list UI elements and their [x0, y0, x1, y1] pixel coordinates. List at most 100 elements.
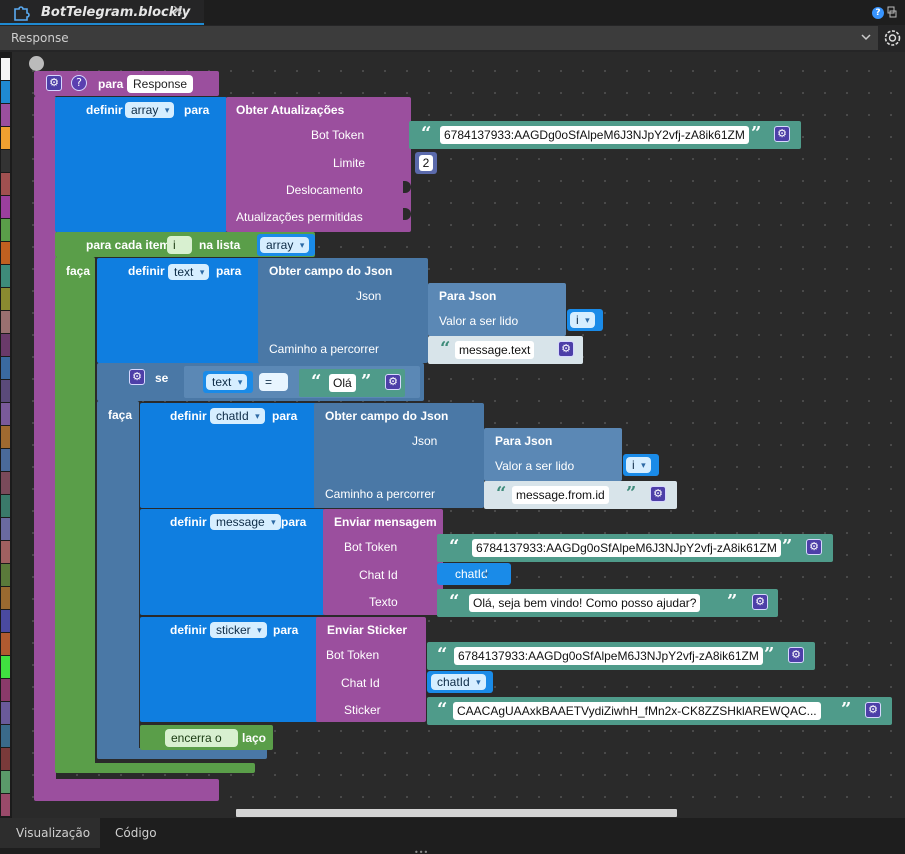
function-select[interactable]: Response — [0, 26, 878, 50]
popout-icon[interactable] — [887, 6, 897, 18]
var-array-dropdown[interactable]: array — [123, 99, 181, 121]
toolbox-category-swatch[interactable] — [1, 564, 10, 586]
gear-icon[interactable]: ⚙ — [558, 341, 574, 357]
toolbox-category-swatch[interactable] — [1, 587, 10, 609]
toolbox-category-swatch[interactable] — [1, 403, 10, 425]
toolbox-category-swatch[interactable] — [1, 702, 10, 724]
gear-icon[interactable]: ⚙ — [752, 594, 768, 610]
gear-icon[interactable]: ⚙ — [385, 374, 401, 390]
string-path-block[interactable]: “ message.text ⚙ — [428, 336, 583, 364]
bottom-tab-bar — [0, 818, 905, 854]
var-message-dropdown[interactable]: message — [208, 511, 281, 533]
var-sticker-dropdown[interactable]: sticker — [208, 619, 270, 641]
mutator-gear-icon[interactable]: ⚙ — [46, 75, 62, 91]
toolbox-category-swatch[interactable] — [1, 357, 10, 379]
gear-icon[interactable]: ⚙ — [774, 126, 790, 142]
toolbox-category-swatch[interactable] — [1, 265, 10, 287]
var-i-block[interactable]: i — [567, 309, 603, 331]
string-value[interactable]: 6784137933:AAGDg0oSfAlpeM6J3NJpY2vfj-zA8… — [440, 126, 749, 144]
toolbox-category-swatch[interactable] — [1, 679, 10, 701]
procedure-name-field[interactable]: Response — [127, 75, 194, 93]
toolbox-category-swatch[interactable] — [1, 748, 10, 770]
toolbox-category-swatch[interactable] — [1, 380, 10, 402]
get-updates-block[interactable] — [226, 97, 411, 232]
horizontal-scrollbar[interactable] — [236, 809, 677, 817]
var-chatid-name: chatId — [431, 674, 486, 690]
toolbox-category-swatch[interactable] — [1, 173, 10, 195]
operator-dropdown[interactable]: = — [259, 373, 289, 391]
toolbox-category-swatch[interactable] — [1, 495, 10, 517]
quote-open-icon: “ — [437, 699, 448, 720]
toolbox-category-swatch[interactable] — [1, 656, 10, 678]
toolbox-category-swatch[interactable] — [1, 127, 10, 149]
to-json-block[interactable] — [484, 428, 622, 481]
string-value[interactable]: Olá — [329, 374, 356, 392]
string-value[interactable]: CAACAgUAAxkBAAETVydiZiwhH_fMn2x-CK8ZZSHk… — [453, 702, 821, 720]
string-token-block[interactable]: “ 6784137933:AAGDg0oSfAlpeM6J3NJpY2vfj-z… — [437, 534, 833, 562]
resize-grip-icon[interactable]: ••• — [414, 848, 429, 854]
get-json-field-block[interactable] — [314, 403, 484, 508]
string-path-block[interactable]: “ message.from.id ” ⚙ — [484, 481, 677, 509]
toolbox-category-swatch[interactable] — [1, 334, 10, 356]
close-icon[interactable]: ✕ — [172, 3, 184, 19]
gear-icon[interactable]: ⚙ — [788, 647, 804, 663]
var-chatid-block[interactable]: chatId — [427, 671, 493, 693]
string-token-block[interactable]: “ 6784137933:AAGDg0oSfAlpeM6J3NJpY2vfj-z… — [409, 121, 801, 149]
break-dropdown[interactable]: encerra o — [165, 729, 238, 747]
toolbox-category-swatch[interactable] — [1, 219, 10, 241]
toolbox-category-swatch[interactable] — [1, 518, 10, 540]
string-sticker-block[interactable]: “ CAACAgUAAxkBAAETVydiZiwhH_fMn2x-CK8ZZS… — [427, 697, 892, 725]
toolbox-category-swatch[interactable] — [1, 196, 10, 218]
send-sticker-block[interactable] — [316, 617, 426, 722]
toolbox-category-swatch[interactable] — [1, 633, 10, 655]
toolbox-category-swatch[interactable] — [1, 472, 10, 494]
get-json-field-block[interactable] — [258, 258, 428, 363]
to-json-title: Para Json — [439, 289, 497, 303]
string-value[interactable]: 6784137933:AAGDg0oSfAlpeM6J3NJpY2vfj-zA8… — [472, 539, 781, 557]
help-icon[interactable]: ? — [872, 7, 884, 19]
string-text-block[interactable]: “ Olá, seja bem vindo! Como posso ajudar… — [437, 589, 778, 617]
gear-icon[interactable]: ⚙ — [806, 539, 822, 555]
number-value[interactable]: 2 — [419, 155, 433, 171]
help-question-icon[interactable]: ? — [71, 75, 87, 91]
recycle-icon[interactable] — [29, 56, 44, 71]
gear-icon[interactable]: ⚙ — [865, 702, 881, 718]
if-mutator-gear-icon[interactable]: ⚙ — [129, 369, 145, 385]
send-message-block[interactable] — [323, 509, 443, 615]
tab-file[interactable]: BotTelegram.blockly ✕ — [0, 0, 204, 25]
string-value[interactable]: message.text — [455, 341, 535, 359]
toolbox-category-swatch[interactable] — [1, 58, 10, 80]
toolbox-category-swatch[interactable] — [1, 242, 10, 264]
toolbox-category-swatch[interactable] — [1, 610, 10, 632]
get-json-title: Obter campo do Json — [325, 409, 449, 423]
settings-gear-icon[interactable] — [880, 26, 905, 50]
string-value[interactable]: Olá, seja bem vindo! Como posso ajudar? — [469, 594, 701, 612]
toolbox-category-swatch[interactable] — [1, 541, 10, 563]
toolbox-category-swatch[interactable] — [1, 426, 10, 448]
toolbox-category-swatch[interactable] — [1, 150, 10, 172]
toolbox-category-swatch[interactable] — [1, 725, 10, 747]
toolbox-category-swatch[interactable] — [1, 81, 10, 103]
tab-visualizacao[interactable] — [0, 818, 100, 848]
string-token-block[interactable]: “ 6784137933:AAGDg0oSfAlpeM6J3NJpY2vfj-z… — [427, 642, 815, 670]
var-text-dropdown[interactable]: text — [166, 261, 212, 283]
toolbox-category-swatch[interactable] — [1, 794, 10, 816]
string-value[interactable]: 6784137933:AAGDg0oSfAlpeM6J3NJpY2vfj-zA8… — [454, 647, 763, 665]
var-chatid-dropdown[interactable]: chatId — [208, 405, 270, 427]
toolbox-category-swatch[interactable] — [1, 311, 10, 333]
toolbox-category-swatch[interactable] — [1, 288, 10, 310]
gear-icon[interactable]: ⚙ — [650, 486, 666, 502]
string-value[interactable]: message.from.id — [512, 486, 609, 504]
var-i-block[interactable]: i — [623, 454, 659, 476]
param-chat-id: Chat Id — [341, 676, 380, 690]
to-json-block[interactable] — [428, 283, 566, 336]
string-ola-block[interactable]: “ Olá ” ⚙ — [299, 369, 405, 397]
foreach-var-dropdown[interactable]: i — [167, 236, 192, 254]
toolbox-category-swatch[interactable] — [1, 771, 10, 793]
var-text-block[interactable]: text — [203, 371, 253, 393]
number-block[interactable]: 2 — [415, 152, 437, 174]
var-chatid-block[interactable]: chatId — [437, 563, 511, 585]
list-var-block[interactable]: array — [257, 234, 315, 256]
toolbox-category-swatch[interactable] — [1, 449, 10, 471]
toolbox-category-swatch[interactable] — [1, 104, 10, 126]
